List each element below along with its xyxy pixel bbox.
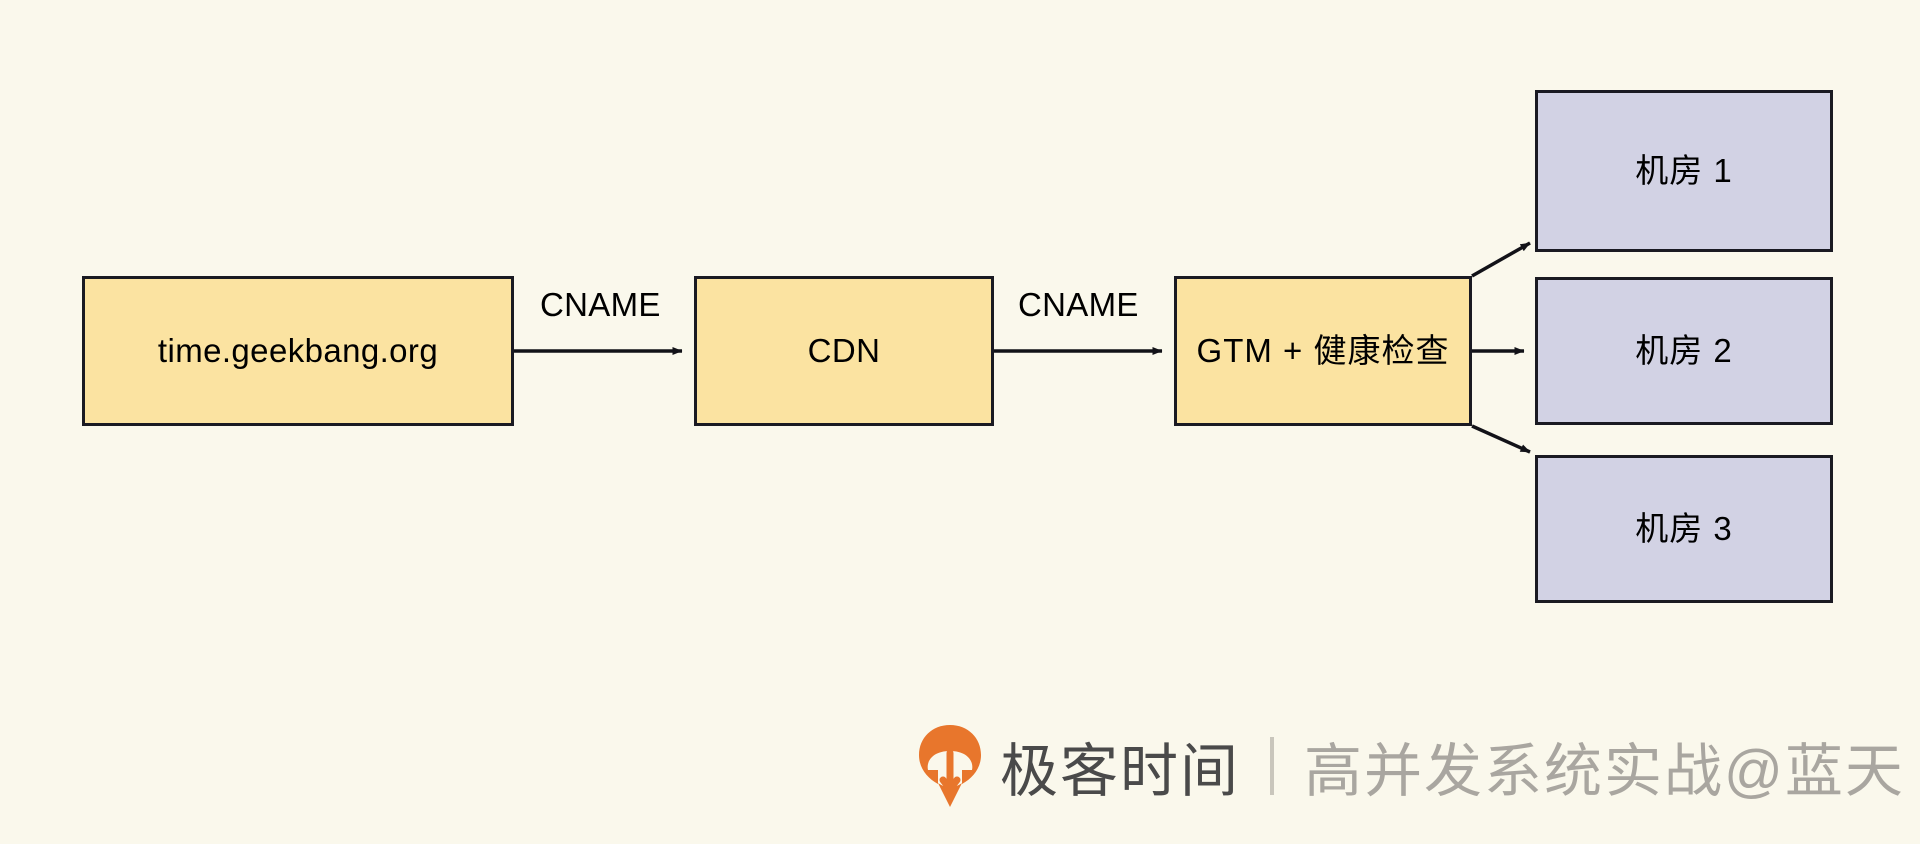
geekbang-logo-icon	[919, 725, 981, 807]
node-datacenter-2-label: 机房 2	[1635, 332, 1733, 370]
node-datacenter-3[interactable]: 机房 3	[1535, 455, 1833, 603]
watermark-divider	[1270, 737, 1275, 795]
node-origin-domain[interactable]: time.geekbang.org	[82, 276, 514, 426]
watermark-course: 高并发系统实战@蓝天	[1304, 739, 1905, 804]
node-cdn-label: CDN	[807, 332, 881, 370]
connector-gtm-to-idc3	[1471, 424, 1531, 454]
node-datacenter-1[interactable]: 机房 1	[1535, 90, 1833, 252]
watermark: 极客时间 高并发系统实战@蓝天	[916, 718, 1905, 814]
node-datacenter-1-label: 机房 1	[1635, 152, 1733, 190]
node-datacenter-3-label: 机房 3	[1635, 510, 1733, 548]
watermark-brand: 极客时间	[1000, 739, 1241, 804]
connector-gtm-to-idc1	[1471, 241, 1531, 278]
node-origin-label: time.geekbang.org	[157, 332, 439, 370]
node-gtm-label: GTM + 健康检查	[1196, 332, 1450, 370]
edge-label-origin-to-cdn: CNAME	[540, 286, 661, 323]
node-gtm-health-check[interactable]: GTM + 健康检查	[1174, 276, 1472, 426]
edge-label-cdn-to-gtm: CNAME	[1018, 286, 1139, 323]
node-datacenter-2[interactable]: 机房 2	[1535, 277, 1833, 425]
node-cdn[interactable]: CDN	[694, 276, 994, 426]
